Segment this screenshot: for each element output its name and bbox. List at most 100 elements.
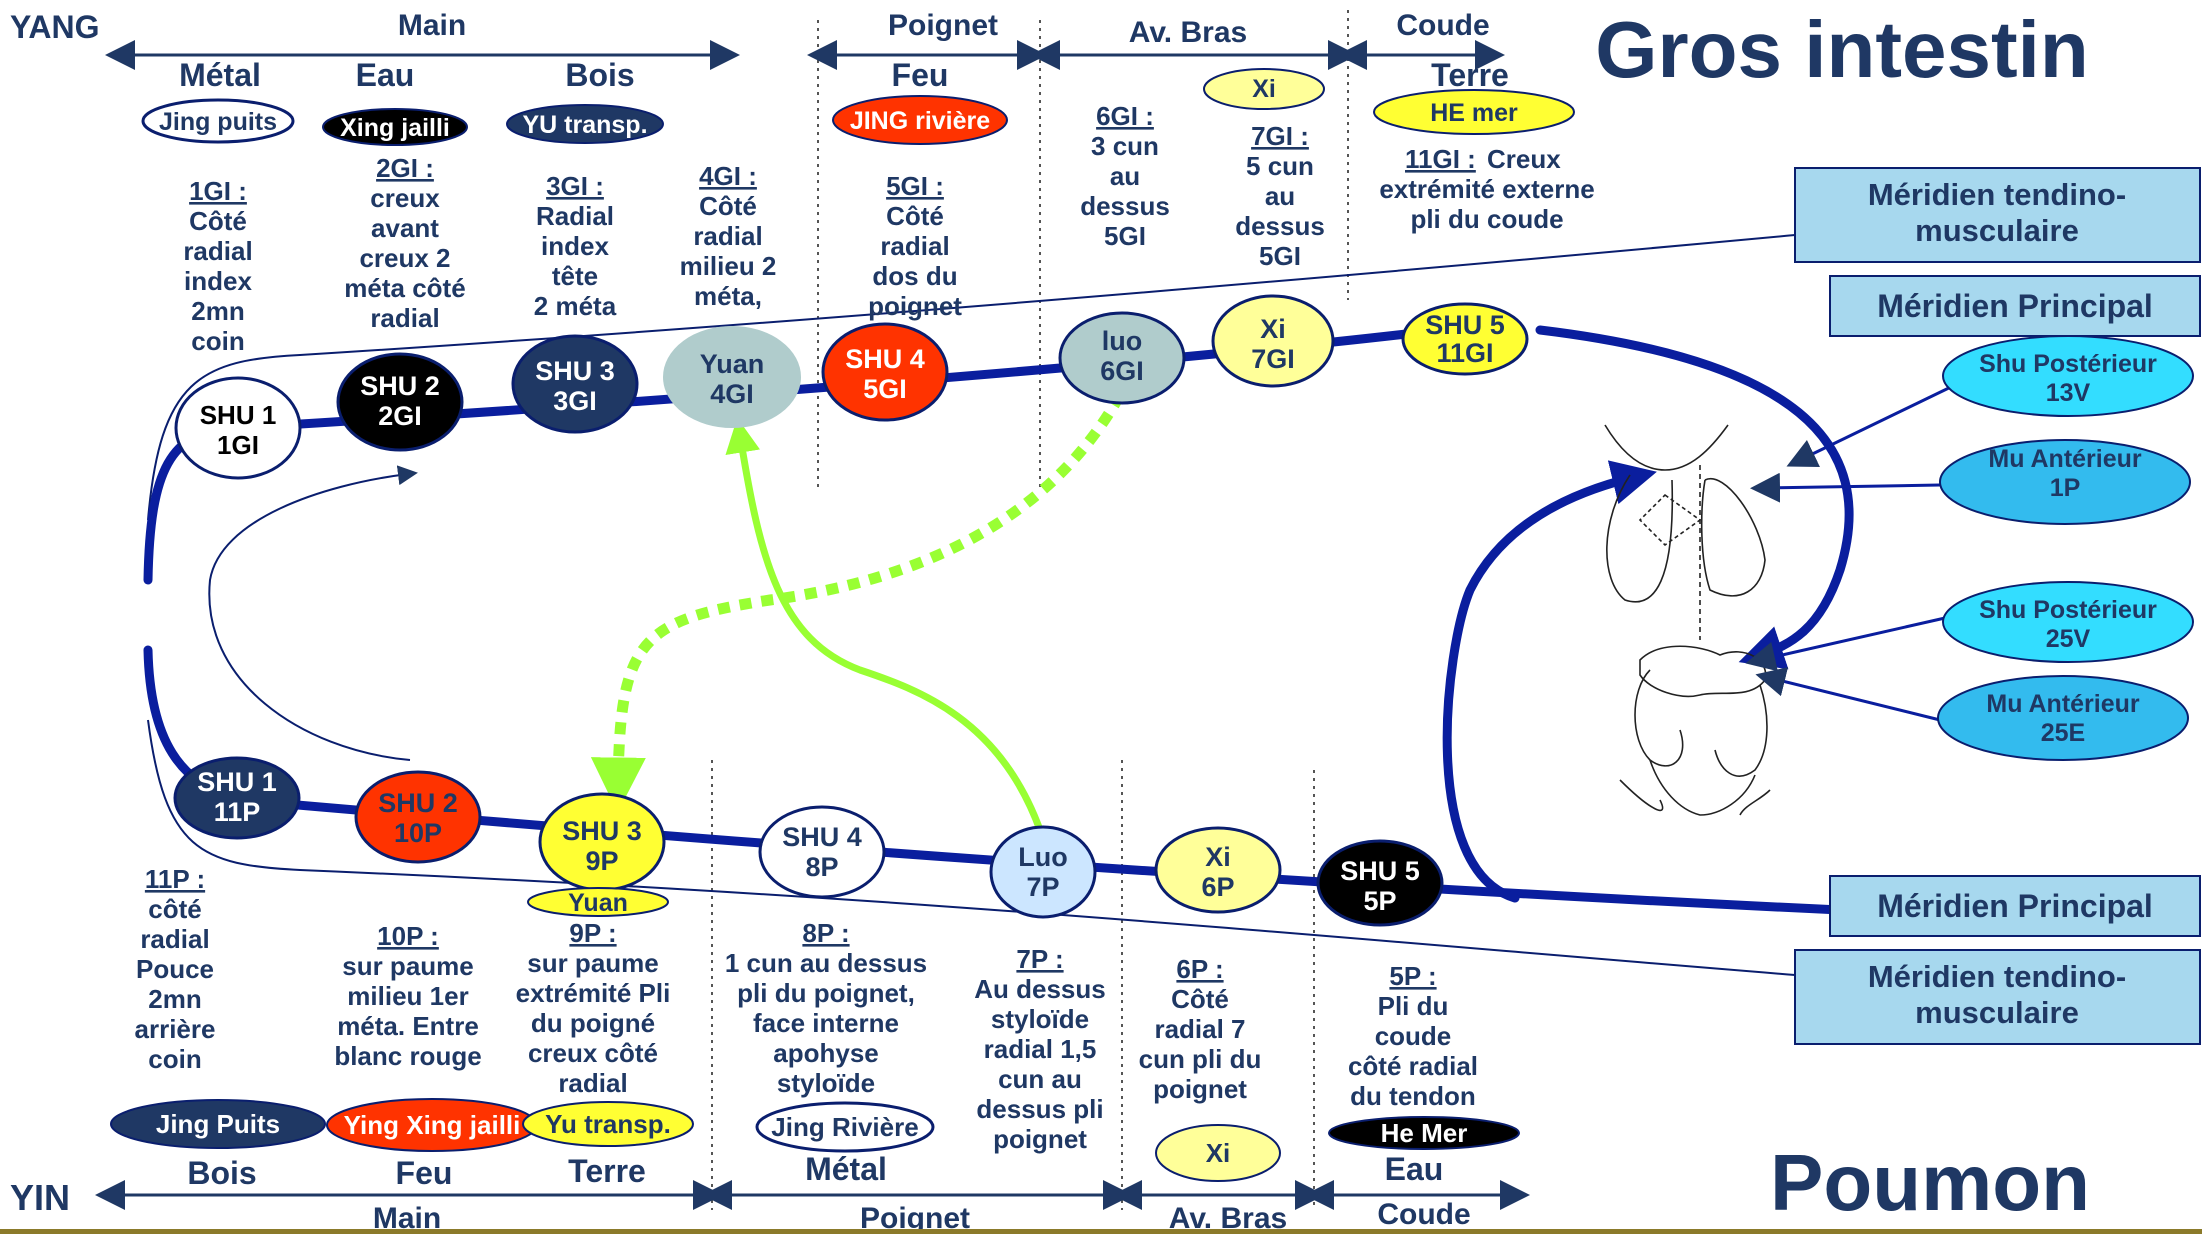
yang-points: SHU 1 1GI SHU 2 2GI SHU 3 3GI Yuan 4GI S… [174, 294, 1529, 480]
svg-text:6GI :: 6GI : [1096, 101, 1154, 131]
svg-text:pli du poignet,: pli du poignet, [737, 978, 915, 1008]
svg-text:radial 1,5: radial 1,5 [984, 1034, 1097, 1064]
desc-11gi: 11GI : Creux extrémité externe pli du co… [1379, 144, 1594, 234]
yang-element-eau: Eau [356, 57, 415, 93]
desc-4gi: 4GI : Côté radial milieu 2 méta, [680, 161, 777, 311]
svg-text:Au dessus: Au dessus [974, 974, 1106, 1004]
yang-header: YANG Main Poignet Av. Bras Coude Métal E… [10, 9, 1509, 93]
badge-he-mer: HE mer [1373, 89, 1575, 135]
svg-text:SHU 1: SHU 1 [200, 400, 277, 430]
svg-text:2 méta: 2 méta [534, 291, 617, 321]
svg-text:Côté: Côté [1171, 984, 1229, 1014]
svg-text:au: au [1265, 181, 1295, 211]
yang-element-metal: Métal [179, 57, 261, 93]
svg-text:dessus: dessus [1235, 211, 1325, 241]
svg-text:13V: 13V [2046, 379, 2091, 407]
yang-coude-label: Coude [1396, 9, 1489, 42]
svg-text:5P: 5P [1363, 886, 1396, 916]
yin-element-metal: Métal [805, 1151, 887, 1187]
point-8p: SHU 4 8P [758, 805, 886, 899]
svg-text:11GI: 11GI [1436, 338, 1493, 368]
point-5gi: SHU 4 5GI [821, 322, 949, 422]
svg-text:YU transp.: YU transp. [522, 111, 647, 139]
yin-footer: YIN Bois Feu Terre Métal Eau Main Poigne… [10, 1151, 1471, 1235]
desc-7gi: 7GI : 5 cun au dessus 5GI [1235, 121, 1325, 271]
svg-text:extrémité Pli: extrémité Pli [516, 978, 671, 1008]
svg-text:radial 7: radial 7 [1154, 1014, 1245, 1044]
point-9p-yuan-tag: Yuan [527, 887, 669, 917]
svg-text:Yuan: Yuan [700, 349, 765, 379]
point-10p: SHU 2 10P [354, 770, 482, 864]
svg-text:apohyse: apohyse [773, 1038, 879, 1068]
svg-text:1GI: 1GI [217, 430, 259, 460]
svg-text:Yuan: Yuan [568, 889, 628, 917]
svg-text:styloïde: styloïde [777, 1068, 875, 1098]
svg-text:7GI: 7GI [1251, 344, 1295, 374]
principal-bottom-label: Méridien Principal [1877, 888, 2153, 924]
yin-side-label: YIN [10, 1177, 70, 1218]
badge-yu-transp: YU transp. [506, 104, 664, 144]
badge-he-mer-yin: He Mer [1328, 1116, 1520, 1150]
svg-text:5GI: 5GI [1259, 241, 1301, 271]
desc-5gi: 5GI : Côté radial dos du poignet [868, 171, 962, 321]
svg-text:tête: tête [552, 261, 598, 291]
tendino-top-line2: musculaire [1915, 213, 2079, 248]
yin-badges: Jing Puits Ying Xing jailli Yu transp. J… [110, 1098, 1520, 1182]
point-7p: Luo 7P [989, 825, 1097, 919]
body-point-mu-25e: Mu Antérieur 25E [1937, 675, 2189, 761]
badge-jing-puits: Jing puits [141, 98, 295, 144]
body-figure [1604, 424, 1771, 816]
yang-element-bois: Bois [565, 57, 634, 93]
svg-text:radial: radial [558, 1068, 627, 1098]
svg-text:Pouce: Pouce [136, 954, 214, 984]
svg-text:poignet: poignet [1153, 1074, 1247, 1104]
svg-text:He Mer: He Mer [1381, 1118, 1468, 1148]
svg-text:côté radial: côté radial [1348, 1051, 1478, 1081]
yang-main-label: Main [398, 9, 466, 42]
svg-text:Côté: Côté [699, 191, 757, 221]
svg-text:5 cun: 5 cun [1246, 151, 1314, 181]
svg-text:SHU 2: SHU 2 [378, 788, 458, 818]
svg-text:2GI :: 2GI : [376, 153, 434, 183]
desc-6p: 6P : Côté radial 7 cun pli du poignet [1139, 954, 1262, 1104]
svg-text:SHU 3: SHU 3 [562, 816, 642, 846]
body-point-shu-13v: Shu Postérieur 13V [1942, 335, 2194, 417]
svg-text:SHU 2: SHU 2 [360, 371, 440, 401]
point-11p: SHU 1 11P [173, 756, 301, 840]
svg-text:Xing jailli: Xing jailli [340, 114, 450, 142]
principal-box-bottom: Méridien Principal [1829, 875, 2201, 937]
badge-jing-riviere: JING rivière [832, 95, 1008, 145]
svg-text:5GI :: 5GI : [886, 171, 944, 201]
svg-text:au: au [1110, 161, 1140, 191]
svg-text:côté: côté [148, 894, 201, 924]
svg-text:Jing puits: Jing puits [159, 108, 277, 136]
desc-1gi: 1GI : Côté radial index 2mn coin [183, 176, 252, 356]
yang-poignet-label: Poignet [888, 9, 998, 42]
svg-text:Xi: Xi [1206, 1138, 1231, 1168]
svg-text:SHU 5: SHU 5 [1425, 310, 1505, 340]
svg-text:creux côté: creux côté [528, 1038, 658, 1068]
svg-text:Shu Postérieur: Shu Postérieur [1979, 596, 2157, 624]
yin-element-feu: Feu [396, 1155, 453, 1191]
svg-text:méta côté: méta côté [344, 273, 465, 303]
svg-text:Côté: Côté [886, 201, 944, 231]
yang-side-label: YANG [10, 9, 100, 45]
svg-text:coude: coude [1375, 1021, 1452, 1051]
svg-text:cun pli du: cun pli du [1139, 1044, 1262, 1074]
svg-text:cun au: cun au [998, 1064, 1082, 1094]
desc-2gi: 2GI : creux avant creux 2 méta côté radi… [344, 153, 465, 333]
svg-text:SHU 5: SHU 5 [1340, 856, 1420, 886]
svg-text:radial: radial [183, 236, 252, 266]
svg-text:7P :: 7P : [1016, 944, 1063, 974]
bottom-border [0, 1229, 2202, 1234]
svg-text:avant: avant [371, 213, 439, 243]
svg-text:8P: 8P [805, 852, 838, 882]
svg-text:5GI: 5GI [863, 374, 907, 404]
right-legend-boxes: Méridien tendino- musculaire Méridien Pr… [1794, 167, 2201, 1045]
desc-10p: 10P : sur paume milieu 1er méta. Entre b… [334, 921, 481, 1071]
tendino-lines [147, 234, 1796, 976]
svg-text:creux: creux [370, 183, 440, 213]
tendino-top-line1: Méridien tendino- [1868, 177, 2126, 212]
svg-text:du tendon: du tendon [1350, 1081, 1476, 1111]
